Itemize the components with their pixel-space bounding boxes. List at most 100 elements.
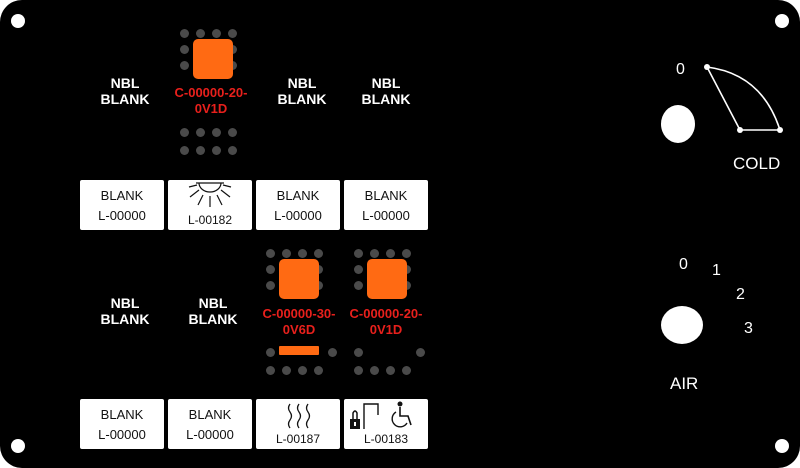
led-dot (180, 45, 189, 54)
cold-knob[interactable] (661, 105, 695, 143)
cold-knob-title: COLD (733, 154, 781, 173)
label-code: L-00000 (186, 427, 234, 442)
blank-label[interactable]: BLANK L-00000 (80, 399, 164, 449)
mounting-hole (11, 439, 25, 453)
led-dot (180, 146, 189, 155)
blank-label[interactable]: BLANK L-00000 (80, 180, 164, 230)
led-indicator (193, 39, 233, 79)
mounting-hole (775, 14, 789, 28)
led-code: C-00000-20- 0V1D (336, 306, 436, 338)
led-dot (402, 366, 411, 375)
led-dot (386, 249, 395, 258)
led-dot (196, 146, 205, 155)
led-dot (266, 265, 275, 274)
led-dot (354, 348, 363, 357)
led-code-line2: 0V6D (282, 322, 316, 337)
label-title: BLANK (364, 188, 408, 203)
led-code-line1: C-00000-30- (262, 306, 336, 321)
led-dot (354, 281, 363, 290)
led-dot (298, 366, 307, 375)
lock-wheelchair-icon (350, 401, 412, 429)
nbl-line1: NBL (371, 75, 401, 91)
led-indicator (279, 259, 319, 299)
label-title: BLANK (100, 188, 144, 203)
nbl-blank-cell: NBL BLANK (341, 75, 431, 107)
led-bar-indicator (279, 346, 319, 355)
label-code: L-00000 (98, 427, 146, 442)
led-dot (354, 366, 363, 375)
label-code: L-00183 (363, 432, 409, 446)
nbl-line2: BLANK (100, 311, 150, 327)
nbl-line2: BLANK (100, 91, 150, 107)
led-dot (314, 366, 323, 375)
led-dot (282, 366, 291, 375)
led-dot (354, 265, 363, 274)
air-scale-0: 0 (679, 256, 688, 273)
lock-wheelchair-label[interactable]: L-00183 (344, 399, 428, 449)
led-dot (180, 29, 189, 38)
nbl-line2: BLANK (188, 311, 238, 327)
blank-label[interactable]: BLANK L-00000 (344, 180, 428, 230)
led-dot (180, 61, 189, 70)
led-code-line1: C-00000-20- (349, 306, 423, 321)
led-code: C-00000-20- 0V1D (161, 85, 261, 117)
led-dot (266, 366, 275, 375)
led-dot (266, 348, 275, 357)
label-title: BLANK (276, 188, 320, 203)
led-dot (386, 366, 395, 375)
blank-label[interactable]: BLANK L-00000 (256, 180, 340, 230)
air-knob-title: AIR (670, 374, 699, 393)
heat-label[interactable]: L-00187 (256, 399, 340, 449)
label-code: L-00000 (98, 208, 146, 223)
led-dot (228, 128, 237, 137)
led-dot (370, 366, 379, 375)
nbl-line1: NBL (198, 295, 228, 311)
led-code: C-00000-30- 0V6D (249, 306, 349, 338)
heat-icon (287, 403, 311, 429)
led-dot (282, 249, 291, 258)
led-dot (266, 249, 275, 258)
label-code: L-00000 (362, 208, 410, 223)
led-code-line2: 0V1D (369, 322, 403, 337)
led-dot (228, 29, 237, 38)
led-dot (416, 348, 425, 357)
led-dot (212, 146, 221, 155)
nbl-blank-cell: NBL BLANK (257, 75, 347, 107)
led-dot (354, 249, 363, 258)
led-dot (314, 249, 323, 258)
led-dot (328, 348, 337, 357)
air-scale-2: 2 (736, 286, 745, 303)
nbl-line2: BLANK (277, 91, 327, 107)
light-icon (188, 182, 232, 207)
nbl-line1: NBL (110, 75, 140, 91)
air-scale-1: 1 (712, 262, 721, 279)
label-code: L-00000 (274, 208, 322, 223)
led-dot (228, 146, 237, 155)
led-dot (298, 249, 307, 258)
led-dot (212, 29, 221, 38)
cold-scale-min: 0 (676, 61, 685, 78)
nbl-line2: BLANK (361, 91, 411, 107)
cold-scale-arc (704, 64, 783, 133)
led-dot (402, 249, 411, 258)
label-title: BLANK (188, 407, 232, 422)
nbl-blank-cell: NBL BLANK (168, 295, 258, 327)
led-dot (266, 281, 275, 290)
label-title: BLANK (100, 407, 144, 422)
mounting-hole (775, 439, 789, 453)
nbl-line1: NBL (110, 295, 140, 311)
led-dot (180, 128, 189, 137)
mounting-hole (11, 14, 25, 28)
led-code-line2: 0V1D (194, 101, 228, 116)
nbl-line1: NBL (287, 75, 317, 91)
led-dot (196, 29, 205, 38)
blank-label[interactable]: BLANK L-00000 (168, 399, 252, 449)
light-label[interactable]: L-00182 (168, 180, 252, 230)
led-indicator (367, 259, 407, 299)
nbl-blank-cell: NBL BLANK (80, 75, 170, 107)
led-dot (196, 128, 205, 137)
air-knob[interactable] (661, 306, 703, 344)
led-dot (370, 249, 379, 258)
label-code: L-00187 (275, 432, 321, 446)
